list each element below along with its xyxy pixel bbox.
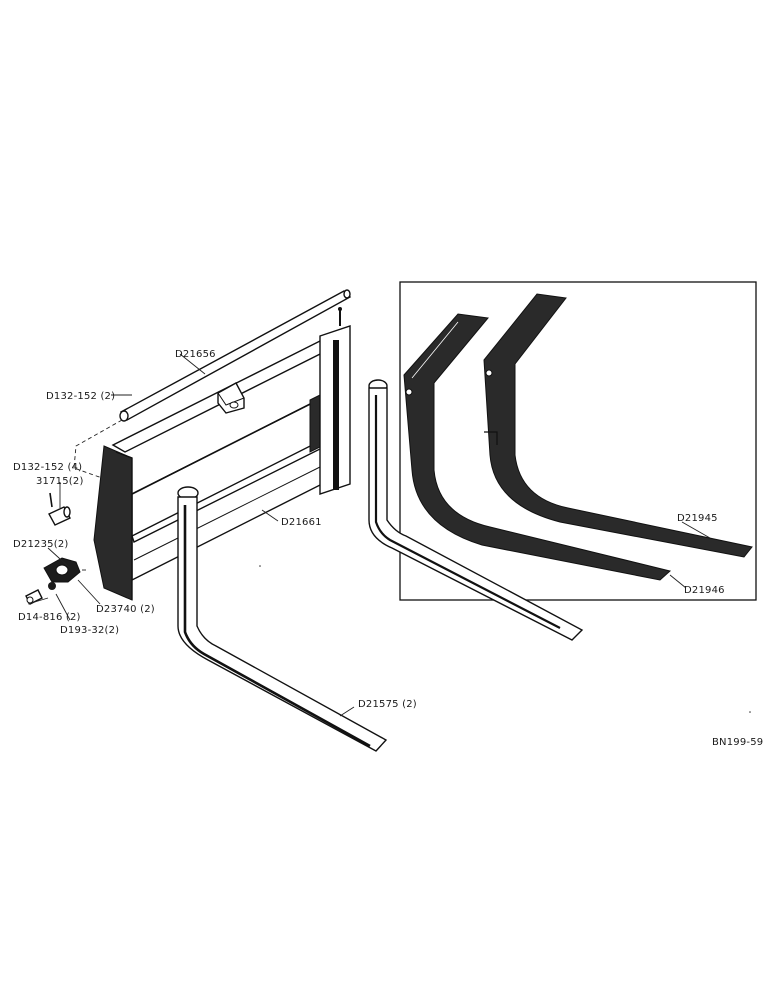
label-plate: D23740 (2) [96, 604, 155, 615]
label-carriage: D21661 [281, 517, 322, 528]
label-rod: D21656 [175, 349, 216, 360]
fork-d21945 [483, 293, 753, 558]
inset-box [399, 281, 757, 601]
label-pin-left: D132-152 (4) [13, 462, 82, 473]
labels: D21656 D132-152 (2) D132-152 (4) 31715(2… [13, 349, 763, 748]
label-bracket: D21235(2) [13, 539, 68, 550]
label-reference: BN199-59 [712, 737, 763, 748]
label-pin-top: D132-152 (2) [46, 391, 115, 402]
leader-lines [27, 353, 711, 717]
label-fork: D21575 (2) [358, 699, 417, 710]
cotter-pin-top [338, 307, 342, 326]
washer-d193-32 [48, 582, 56, 590]
pin-31715 [48, 506, 71, 526]
label-bolt: D14-816 (2) [18, 612, 81, 623]
rod-d21656 [119, 289, 352, 422]
pin-d132-152-left [49, 492, 53, 508]
label-washer: D193-32(2) [60, 625, 119, 636]
bolt-d14-816 [25, 589, 43, 605]
carriage-d21661 [73, 325, 351, 601]
label-pin-31715: 31715(2) [36, 476, 84, 487]
fork-middle [368, 379, 584, 641]
bracket-d21235 [43, 557, 81, 583]
fork-d21946 [403, 313, 672, 581]
fork-d21575 [177, 486, 388, 752]
label-fork-left: D21946 [684, 585, 725, 596]
label-fork-right: D21945 [677, 513, 718, 524]
